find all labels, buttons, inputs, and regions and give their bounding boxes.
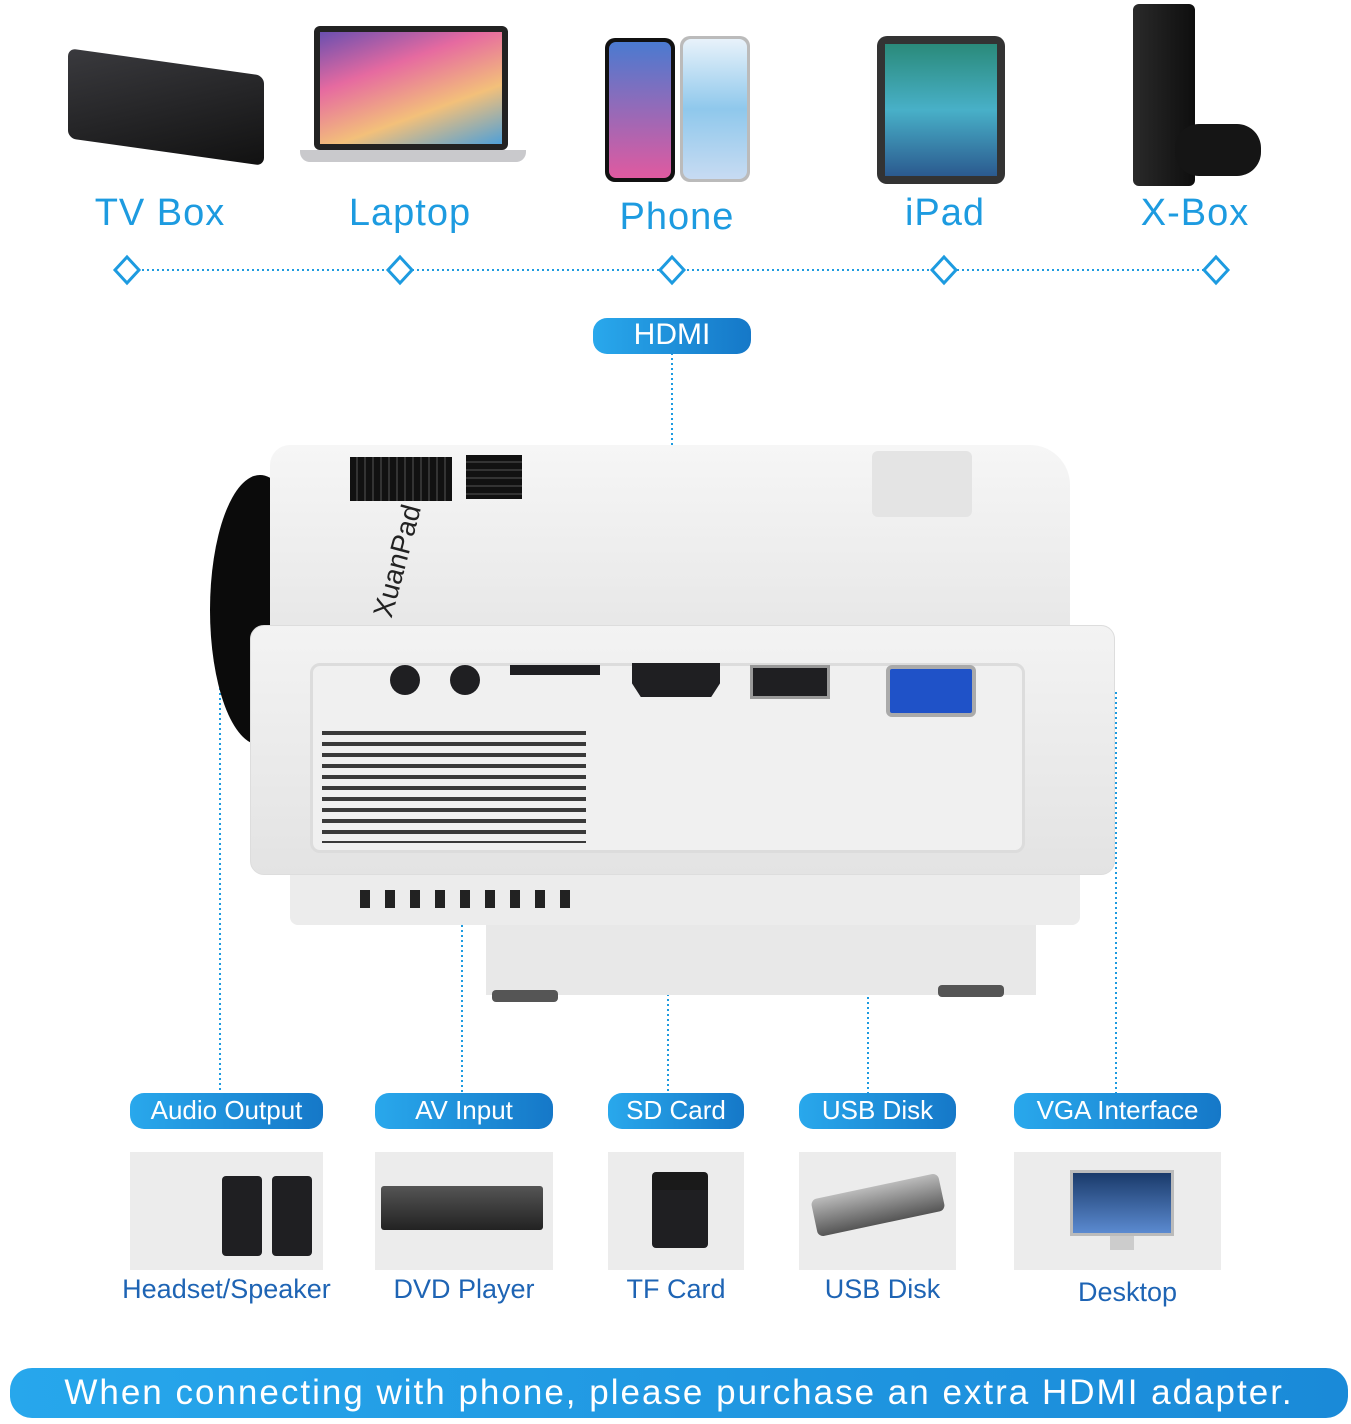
ipad-icon — [877, 36, 1005, 184]
port-label-usb-disk: USB Disk — [799, 1093, 956, 1129]
source-label-ipad: iPad — [904, 192, 986, 234]
source-label-xbox: X-Box — [1140, 192, 1250, 234]
vga-port — [886, 665, 976, 717]
hdmi-label: HDMI — [593, 318, 751, 354]
usb-disk-image — [799, 1152, 956, 1270]
port-label-audio-output: Audio Output — [130, 1093, 323, 1129]
phone-icon — [680, 36, 750, 182]
hdmi-adapter-notice-banner: When connecting with phone, please purch… — [10, 1368, 1348, 1418]
laptop-icon — [300, 26, 526, 176]
headset-speaker-image — [130, 1152, 323, 1270]
device-caption-tf-card: TF Card — [626, 1274, 726, 1304]
xbox-controller-icon — [1175, 124, 1261, 176]
device-caption-desktop: Desktop — [1077, 1277, 1178, 1307]
diamond-icon — [929, 254, 959, 286]
source-label-phone: Phone — [619, 196, 735, 238]
tf-card-image — [608, 1152, 744, 1270]
sd-slot — [510, 665, 600, 675]
hdmi-port — [632, 663, 720, 697]
port-label-vga-interface: VGA Interface — [1014, 1093, 1221, 1129]
device-caption-usb-disk: USB Disk — [824, 1274, 941, 1304]
diamond-icon — [1201, 254, 1231, 286]
desktop-image — [1014, 1152, 1221, 1270]
source-label-laptop: Laptop — [348, 192, 472, 234]
av-port — [450, 665, 480, 695]
phone-icon — [605, 38, 675, 182]
diamond-icon — [385, 254, 415, 286]
audio-port — [390, 665, 420, 695]
diamond-icon — [657, 254, 687, 286]
diamond-icon — [112, 254, 142, 286]
port-label-av-input: AV Input — [375, 1093, 553, 1129]
usb-port — [750, 665, 830, 699]
dvd-player-image — [375, 1152, 553, 1270]
port-label-sd-card: SD Card — [608, 1093, 744, 1129]
projector-image: XuanPad — [210, 445, 1115, 1005]
source-label-tv-box: TV Box — [94, 192, 226, 234]
device-caption-dvd-player: DVD Player — [393, 1274, 535, 1304]
device-caption-headset-speaker: Headset/Speaker — [122, 1274, 331, 1304]
